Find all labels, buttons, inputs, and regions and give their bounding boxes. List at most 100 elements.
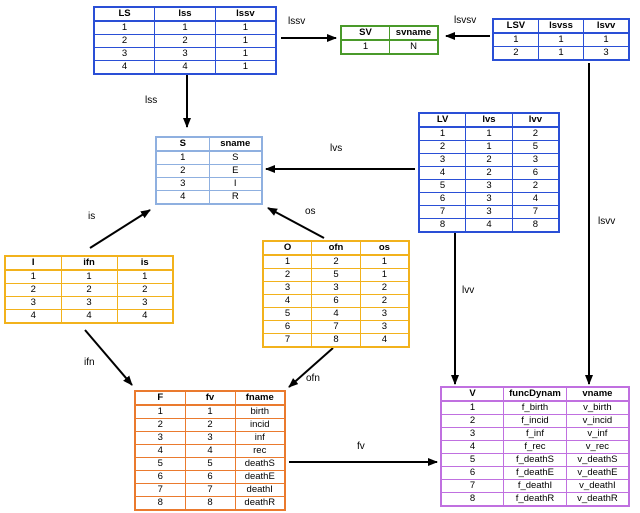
table-cell: v_incid	[565, 414, 630, 428]
table-cell: incid	[234, 418, 286, 432]
table-cell: 1	[184, 404, 236, 419]
table-cell: 1	[262, 254, 313, 269]
table-cell: 3	[583, 46, 630, 61]
table-cell: 2	[184, 418, 236, 432]
table-cell: 2	[311, 254, 361, 269]
table-cell: 7	[311, 320, 361, 334]
label-ofn: ofn	[306, 373, 320, 384]
table-cell: 1	[214, 47, 277, 61]
column-header: sname	[208, 136, 263, 152]
table-cell: f_deathR	[503, 492, 567, 507]
table-cell: E	[208, 164, 263, 178]
table-cell: 4	[311, 307, 361, 321]
table-cell: 6	[418, 192, 467, 206]
table-cell: 6	[440, 466, 505, 480]
table-cell: 4	[60, 309, 118, 324]
table-cell: 2	[359, 294, 410, 308]
table-cell: 2	[492, 46, 539, 61]
table-cell: f_inf	[503, 427, 567, 441]
table-cell: 1	[440, 400, 505, 415]
table-cell: 7	[134, 483, 186, 497]
table-cell: 3	[262, 281, 313, 295]
column-header: O	[262, 240, 313, 256]
table-cell: 2	[465, 166, 513, 180]
table-cell: 6	[134, 470, 186, 484]
label-os: os	[305, 206, 316, 217]
column-header: I	[4, 255, 62, 271]
table-cell: 4	[440, 440, 505, 454]
table-cell: 4	[93, 60, 156, 75]
column-header: S	[155, 136, 210, 152]
label-is: is	[88, 211, 96, 222]
table-cell: 8	[184, 496, 236, 511]
table-cell: 2	[116, 283, 174, 297]
column-header: lvv	[511, 112, 560, 128]
arrow-os	[267, 207, 325, 239]
table-cell: 4	[511, 192, 560, 206]
table-cell: deathS	[234, 457, 286, 471]
table-cell: 3	[311, 281, 361, 295]
label-lsvv: lsvv	[598, 216, 616, 227]
column-header: lss	[154, 6, 216, 22]
table-cell: 1	[155, 150, 210, 165]
label-ifn: ifn	[84, 357, 95, 368]
table-cell: 3	[184, 431, 236, 445]
table-cell: 1	[465, 126, 513, 141]
arrow-ofn	[288, 347, 334, 388]
table-cell: 1	[492, 32, 539, 47]
table-cell: 2	[60, 283, 118, 297]
column-header: LV	[418, 112, 467, 128]
label-lss: lss	[145, 95, 158, 106]
table-cell: v_deathE	[565, 466, 630, 480]
table-cell: 3	[134, 431, 186, 445]
table-cell: 2	[262, 268, 313, 282]
arrow-is	[89, 209, 151, 249]
column-header: ifn	[60, 255, 118, 271]
table-cell: birth	[234, 404, 286, 419]
table-cell: 5	[440, 453, 505, 467]
table-cell: 3	[465, 179, 513, 193]
table-cell: 7	[440, 479, 505, 493]
table-cell: 1	[4, 269, 62, 284]
table-cell: 5	[134, 457, 186, 471]
table-cell: f_birth	[503, 400, 567, 415]
table-cell: 4	[359, 333, 410, 348]
table-cell: 1	[537, 46, 585, 61]
table-cell: 2	[511, 179, 560, 193]
table-cell: 2	[511, 126, 560, 141]
column-header: LS	[93, 6, 156, 22]
table-cell: 2	[134, 418, 186, 432]
table-cell: 1	[134, 404, 186, 419]
table-cell: 2	[418, 140, 467, 154]
table-cell: inf	[234, 431, 286, 445]
table-cell: 6	[311, 294, 361, 308]
table-cell: 2	[440, 414, 505, 428]
table-cell: 7	[184, 483, 236, 497]
